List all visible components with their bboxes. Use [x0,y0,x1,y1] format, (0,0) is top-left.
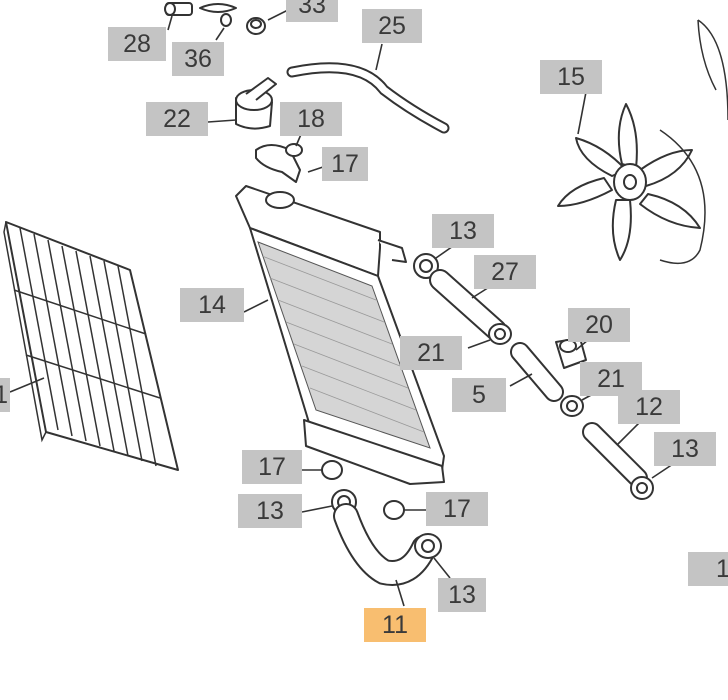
label-17-top: 17 [322,147,368,181]
bolt-28 [164,2,237,16]
clamp-21-lower [560,395,584,417]
label-5: 5 [452,378,506,412]
clamp-13-upper [413,253,439,279]
clamp-21-upper [488,323,512,345]
washer-36 [220,13,232,27]
label-25: 25 [362,9,422,43]
bolt-17-lower-left [321,460,343,480]
label-13-right: 13 [654,432,716,466]
cooling-fan-15 [557,19,728,265]
clamp-13-bottom [414,533,442,559]
label-12: 12 [618,390,680,424]
label-21-upper: 21 [400,336,462,370]
label-13-lower-left: 13 [238,494,302,528]
fitting-33 [246,17,266,35]
label-28: 28 [108,27,166,61]
label-15: 15 [540,60,602,94]
radiator-14 [235,185,445,485]
label-22: 22 [146,102,208,136]
label-cut-right-text: 1 [716,555,728,583]
label-14: 14 [180,288,244,322]
label-1: 1 [0,378,10,412]
label-17-lower-right: 17 [426,492,488,526]
label-13-bottom: 13 [438,578,486,612]
label-27: 27 [474,255,536,289]
label-36: 36 [172,42,224,76]
fitting-20 [555,337,587,369]
label-20: 20 [568,308,630,342]
overflow-hose-25 [286,62,450,134]
radiator-grille [3,221,179,471]
label-18: 18 [280,102,342,136]
clamp-13-right [630,476,654,500]
label-33: 33 [286,0,338,22]
lower-hose-11 [333,503,437,586]
hose-12 [582,422,648,488]
label-17-lower-left: 17 [242,450,302,484]
radiator-cap-22 [235,77,277,130]
bolt-17-lower-right [383,500,405,520]
label-cut-right: 1 [688,552,728,586]
pipe-5 [510,342,564,402]
label-11-highlighted[interactable]: 11 [364,608,426,642]
bracket-18 [255,143,303,183]
label-13-upper: 13 [432,214,494,248]
hose-27 [429,269,507,341]
